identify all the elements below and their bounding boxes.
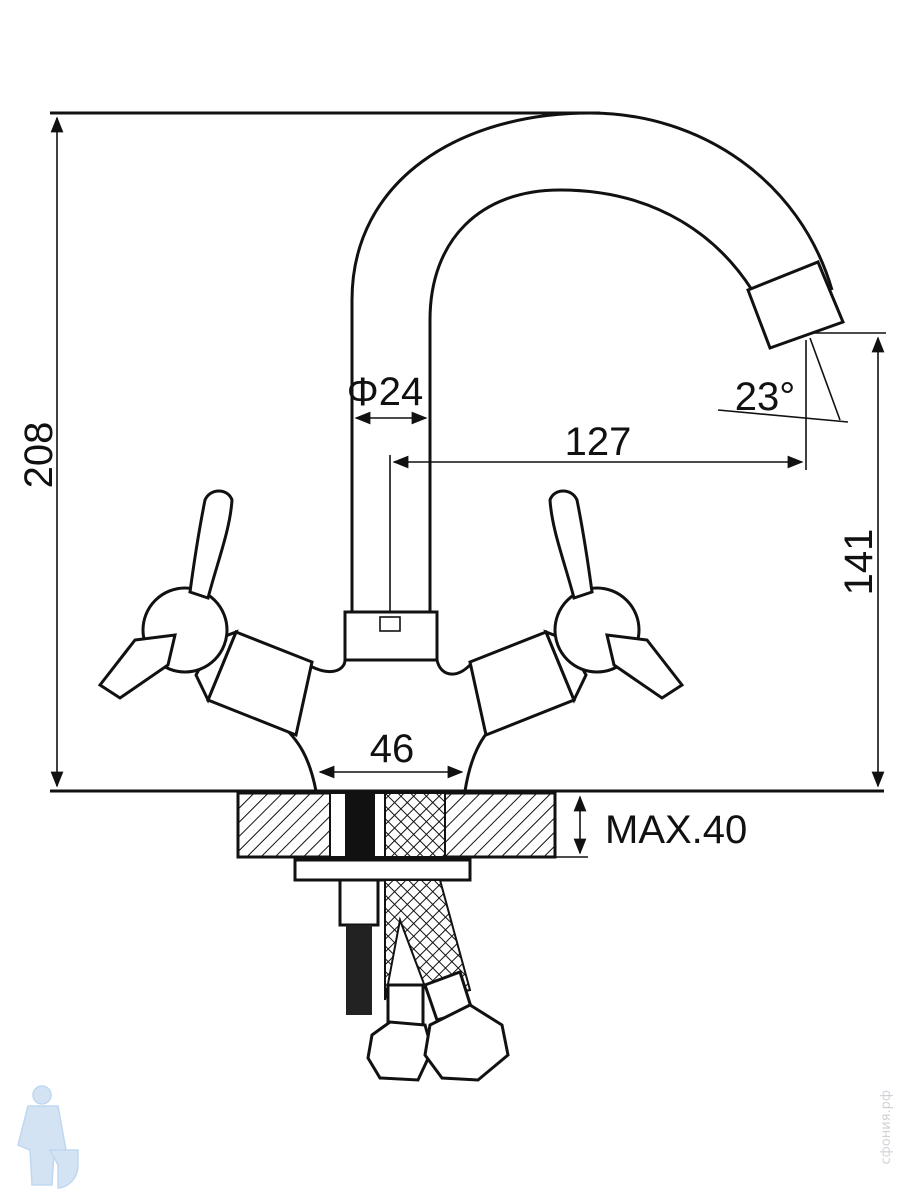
- dim-base-width: 46: [370, 727, 415, 771]
- countertop-section: [236, 791, 557, 859]
- dim-spout-diameter: Φ24: [347, 370, 423, 414]
- dim-spout-reach: 127: [565, 420, 632, 464]
- dimension-lines: [50, 116, 885, 858]
- dim-total-height: 208: [17, 422, 61, 489]
- collar: [343, 610, 439, 662]
- plumber-logo: [17, 1085, 79, 1189]
- faucet-body: [97, 489, 685, 793]
- dim-spout-angle: 23°: [735, 375, 796, 419]
- dim-spout-height: 141: [837, 529, 881, 596]
- right-handle: [468, 489, 685, 738]
- watermark-text: сфония.рф: [879, 1090, 894, 1165]
- dim-max-countertop: MAX.40: [605, 808, 747, 852]
- left-handle: [97, 489, 314, 738]
- mounting-hardware: [293, 858, 510, 1082]
- spout: [350, 111, 845, 612]
